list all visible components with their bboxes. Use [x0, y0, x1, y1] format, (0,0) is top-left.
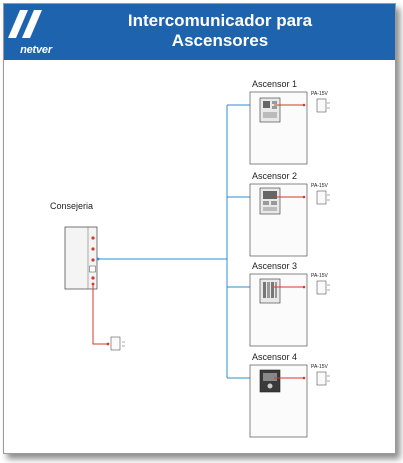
elevator-cabin-4	[249, 364, 308, 438]
console-label: Consejeria	[50, 201, 94, 211]
title-line-1: Intercomunicador para	[127, 11, 313, 30]
diagram-frame: netver Intercomunicador para Ascensores	[3, 3, 396, 454]
elevator-2-label: Ascensor 2	[252, 171, 298, 181]
page-title: Intercomunicador para Ascensores	[70, 11, 370, 51]
psu-3-label: PA-15V	[311, 273, 328, 279]
console-unit	[64, 226, 98, 290]
elevator-cabin-3	[249, 273, 308, 347]
psu-4-label: PA-15V	[311, 364, 328, 370]
psu-1	[316, 98, 330, 113]
header-banner: netver Intercomunicador para Ascensores	[4, 4, 395, 60]
data-bus	[96, 103, 259, 380]
logo-wordmark: netver	[20, 44, 52, 56]
logo-slash-icon	[8, 10, 42, 38]
title-line-2: Ascensores	[171, 31, 269, 50]
psu-2-label: PA-15V	[311, 183, 328, 189]
elevator-cabin-2	[249, 183, 308, 257]
psu-3	[316, 280, 330, 295]
elevator-3-label: Ascensor 3	[252, 261, 298, 271]
elevator-4-label: Ascensor 4	[252, 352, 298, 362]
console-psu	[110, 336, 125, 351]
psu-1-label: PA-15V	[311, 91, 328, 97]
psu-4	[316, 371, 330, 386]
brand-logo: netver	[4, 4, 66, 60]
elevator-1-label: Ascensor 1	[252, 79, 298, 89]
elevator-cabin-1	[249, 91, 308, 165]
wiring-diagram	[64, 91, 330, 438]
psu-2	[316, 190, 330, 205]
console-power-line	[91, 282, 110, 346]
